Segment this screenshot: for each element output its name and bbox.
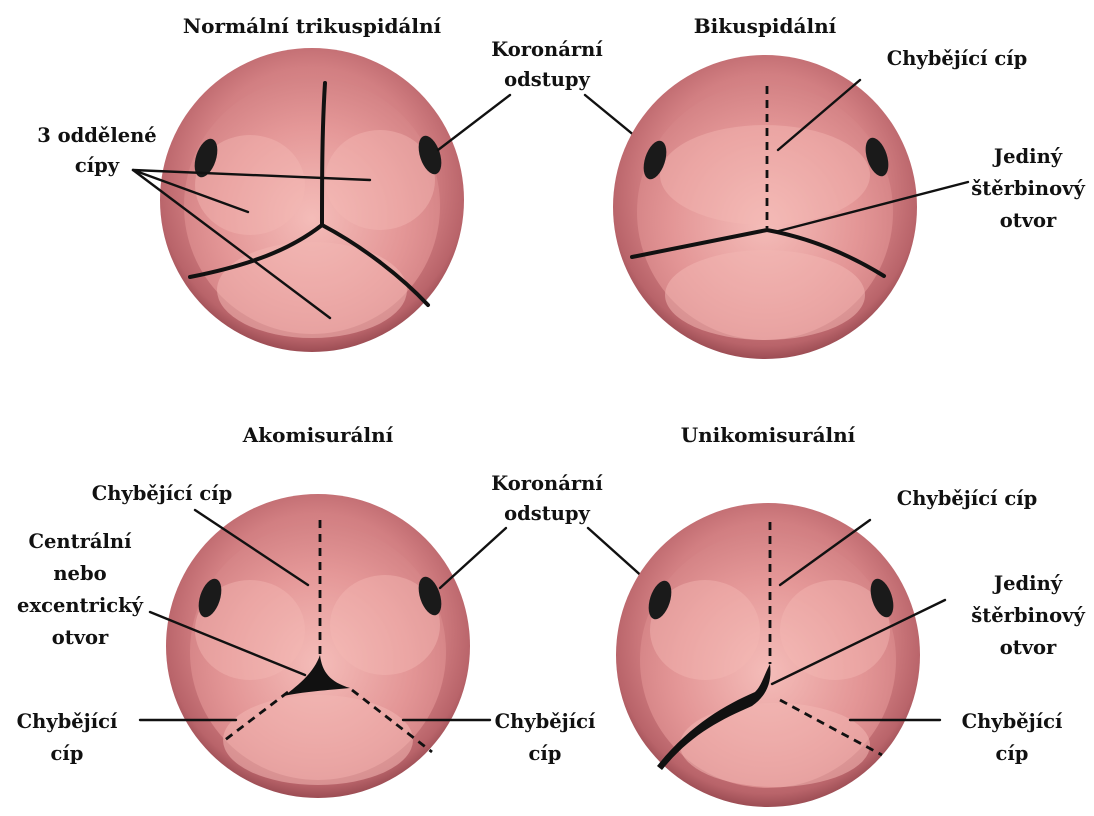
label-orifice-3: excentrický — [17, 594, 144, 617]
label-orifice-1: Jediný — [992, 572, 1063, 595]
label-orifice-1: Jediný — [992, 145, 1063, 168]
panel-unicommissural: Unikomisurální Chybějící cíp Jediný štěr… — [616, 423, 1085, 807]
label-missing-cusp-left-1: Chybějící — [17, 710, 118, 733]
cusp-highlight — [217, 242, 407, 338]
unicommissural-title: Unikomisurální — [681, 423, 856, 447]
label-orifice-3: otvor — [1000, 636, 1057, 659]
label-orifice-4: otvor — [52, 626, 109, 649]
label-orifice-3: otvor — [1000, 209, 1057, 232]
label-coronary-2: odstupy — [504, 68, 590, 91]
cusp-highlight — [665, 250, 865, 340]
cusp-highlight — [325, 130, 435, 230]
label-missing-cusp: Chybějící cíp — [887, 47, 1028, 70]
label-orifice-2: štěrbinový — [971, 604, 1085, 627]
bicuspid-title: Bikuspidální — [694, 14, 837, 38]
acommissural-title: Akomisurální — [242, 423, 394, 447]
panel-acommissural: Akomisurální Chybějící cíp Centrální neb… — [17, 423, 655, 798]
pointer-line — [440, 528, 506, 588]
label-coronary-bottom-1: Koronární — [491, 472, 603, 495]
label-missing-cusp-right-1: Chybějící — [495, 710, 596, 733]
tricuspid-title: Normální trikuspidální — [183, 14, 442, 38]
label-missing-cusp-left-2: cíp — [51, 742, 84, 765]
label-orifice-1: Centrální — [28, 530, 132, 553]
panel-tricuspid: Normální trikuspidální 3 oddělené cípy K… — [37, 14, 652, 352]
label-missing-cusp-top: Chybějící cíp — [92, 482, 233, 505]
label-coronary-bottom-2: odstupy — [504, 502, 590, 525]
label-missing-cusp-top: Chybějící cíp — [897, 487, 1038, 510]
panel-bicuspid: Bikuspidální Chybějící cíp Jediný štěrbi… — [613, 14, 1085, 359]
cusp-highlight — [223, 695, 413, 785]
label-three-cusps-2: cípy — [75, 154, 120, 177]
cusp-highlight — [680, 703, 870, 787]
unicommissural-valve — [616, 503, 920, 807]
cusp-highlight — [660, 125, 870, 225]
label-coronary-1: Koronární — [491, 38, 603, 61]
label-three-cusps-1: 3 oddělené — [37, 124, 156, 147]
label-missing-cusp-right-2: cíp — [996, 742, 1029, 765]
label-orifice-2: štěrbinový — [971, 177, 1085, 200]
pointer-line — [438, 95, 510, 150]
tricuspid-valve — [160, 48, 464, 352]
acommissural-valve — [166, 494, 470, 798]
label-orifice-2: nebo — [53, 562, 106, 585]
label-missing-cusp-right-1: Chybějící — [962, 710, 1063, 733]
label-missing-cusp-right-2: cíp — [529, 742, 562, 765]
